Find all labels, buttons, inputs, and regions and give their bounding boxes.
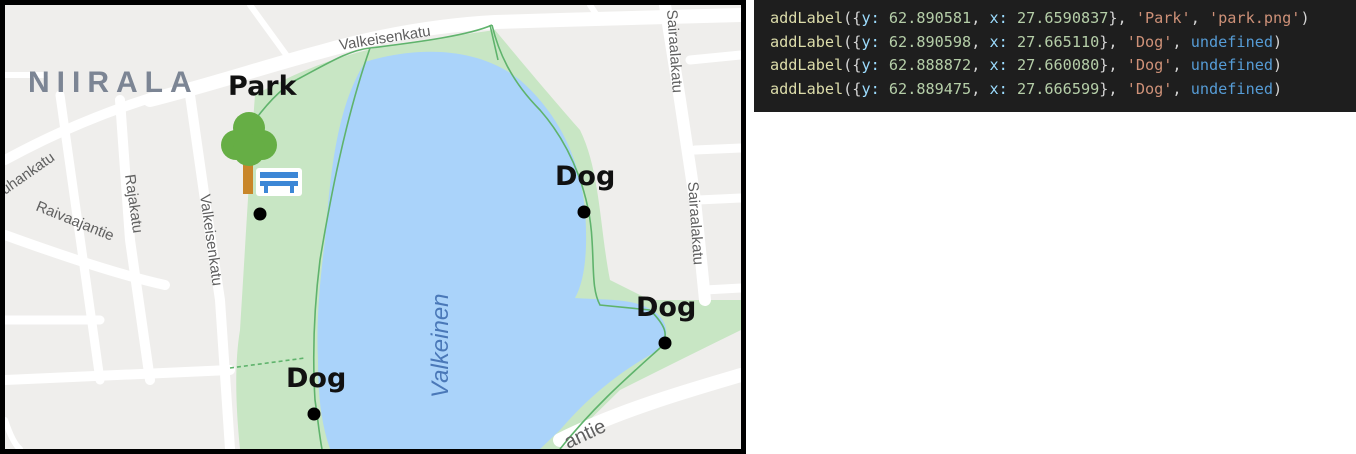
marker-label-dog-2: Dog [286, 363, 346, 394]
marker-dot-dog-3 [658, 336, 672, 350]
marker-label-park: Park [228, 71, 298, 102]
dog-marker-3[interactable]: Dog [636, 292, 696, 350]
park-marker[interactable]: Park [221, 71, 302, 221]
dog-marker-1[interactable]: Dog [555, 161, 615, 219]
map-panel[interactable]: NIIRALA Valkeisenkatu Valkeisenkatu Raja… [0, 0, 746, 454]
code-panel: addLabel({y: 62.890581, x: 27.6590837}, … [754, 0, 1356, 112]
marker-dot-dog-2 [307, 407, 321, 421]
code-line: addLabel({y: 62.890598, x: 27.665110}, '… [770, 32, 1283, 51]
street-label-sairaala-top: Sairaalakatu [663, 9, 686, 93]
code-line: addLabel({y: 62.890581, x: 27.6590837}, … [770, 9, 1310, 27]
code-line: addLabel({y: 62.889475, x: 27.666599}, '… [770, 79, 1283, 98]
code-line: addLabel({y: 62.888872, x: 27.660080}, '… [770, 56, 1283, 74]
marker-label-dog-3: Dog [636, 292, 696, 323]
park-icon [221, 112, 302, 196]
district-label: NIIRALA [28, 66, 199, 99]
map-canvas[interactable]: NIIRALA Valkeisenkatu Valkeisenkatu Raja… [5, 5, 741, 449]
marker-dot-dog-1 [577, 205, 591, 219]
dog-marker-2[interactable]: Dog [286, 363, 346, 421]
lake [317, 51, 667, 449]
street-label-vertical: Valkeisenkatu [196, 193, 226, 287]
road-network [5, 5, 741, 449]
marker-dot-park [253, 207, 267, 221]
marker-label-dog-1: Dog [555, 161, 615, 192]
footpaths [229, 24, 666, 449]
street-label-sairaala-right: Sairaalakatu [684, 181, 707, 265]
lake-label: Valkeinen [427, 293, 454, 398]
